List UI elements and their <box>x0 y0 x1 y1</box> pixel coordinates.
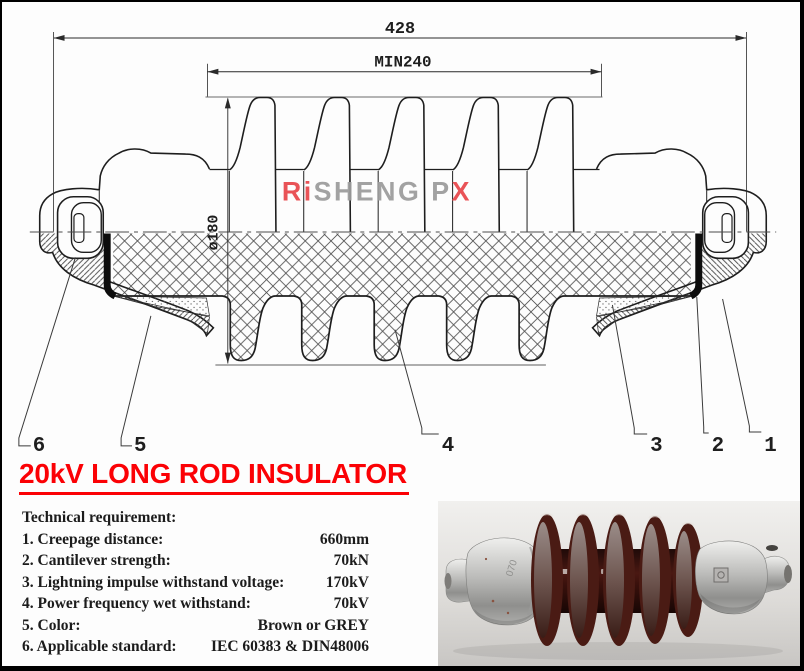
part-label-5: 5 <box>134 435 147 458</box>
spec-row-standard: 6. Applicable standard: IEC 60383 & DIN4… <box>22 638 369 655</box>
dim-min-label: MIN240 <box>374 54 431 72</box>
product-photo: 070 <box>438 501 800 666</box>
photo-fitting-left: 070 <box>444 537 545 626</box>
dimension-min-creepage: MIN240 <box>207 54 602 97</box>
watermark: RiSHENG PX <box>282 177 472 207</box>
shed-profile-outline <box>205 96 603 232</box>
watermark-x: X <box>452 177 472 207</box>
photo-shed <box>673 522 703 637</box>
end-fitting-left <box>38 148 215 338</box>
spec-row-color: 5. Color: Brown or GREY <box>22 616 369 634</box>
part-label-6: 6 <box>33 435 46 458</box>
photo-shed <box>531 512 563 646</box>
core-cross-section <box>113 233 691 362</box>
dim-overall-label: 428 <box>385 20 415 39</box>
spec-heading: Technical requirement: <box>22 509 177 526</box>
dimension-diameter: ø180 <box>206 97 546 366</box>
part-label-1: 1 <box>764 435 777 458</box>
photo-shadow <box>453 642 783 660</box>
spec-row-creepage: 1. Creepage distance: 660mm <box>22 530 369 548</box>
photo-shed <box>567 512 599 646</box>
page-title: 20kV LONG ROD INSULATOR <box>19 458 409 495</box>
part-label-4: 4 <box>442 435 455 458</box>
seal-bar <box>103 233 117 300</box>
part-label-3: 3 <box>650 435 663 458</box>
spec-row-lightning: 3. Lightning impulse withstand voltage: … <box>22 573 369 591</box>
spec-row-wet-withstand: 4. Power frequency wet withstand: 70kV <box>22 595 369 612</box>
part-callouts: 6 5 4 3 2 1 <box>18 257 777 458</box>
technical-drawing: 428 MIN240 ø180 6 5 <box>18 20 777 458</box>
dimension-overall: 428 <box>53 20 747 232</box>
photo-fitting-right <box>695 540 792 615</box>
watermark-red: Ri <box>282 177 314 207</box>
fitting-logo-mark <box>713 567 729 583</box>
watermark-gray: SHENG P <box>314 177 452 207</box>
part-label-2: 2 <box>712 435 725 458</box>
photo-shed <box>603 512 635 646</box>
fitting-marking: 070 <box>504 558 520 578</box>
photo-sheds <box>531 512 703 646</box>
dim-diameter-label: ø180 <box>206 215 222 251</box>
photo-shed <box>639 514 671 644</box>
spec-row-cantilever: 2. Cantilever strength: 70kN <box>22 552 369 569</box>
technical-requirements: Technical requirement: 1. Creepage dista… <box>22 507 369 658</box>
